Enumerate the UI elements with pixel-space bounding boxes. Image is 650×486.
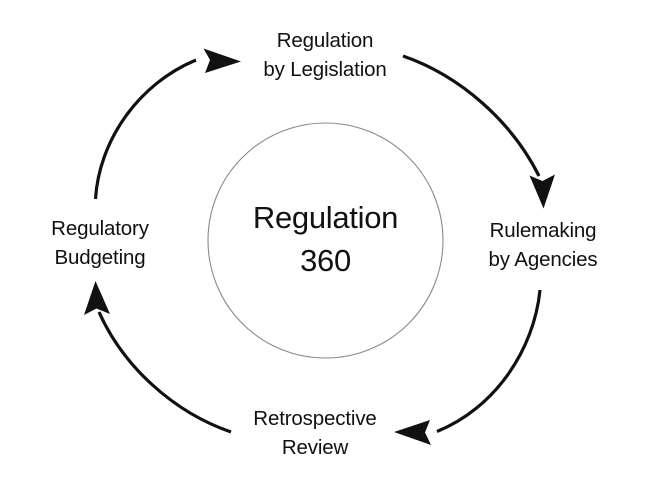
arrow-top-to-right-arc	[402, 54, 541, 177]
arrow-top-to-right-head	[529, 174, 555, 209]
node-label-rulemaking-by-agencies: Rulemaking by Agencies	[418, 216, 650, 274]
arrow-left-to-top	[93, 48, 241, 200]
node-label-right-line1: Rulemaking	[489, 219, 597, 242]
arrow-right-to-bottom-head	[394, 420, 431, 445]
arrow-right-to-bottom-arc	[436, 289, 542, 433]
node-label-top-line1: Regulation	[276, 29, 374, 52]
center-label-line1: Regulation	[252, 200, 399, 235]
node-label-left-line1: Regulatory	[51, 217, 149, 240]
center-label-line2: 360	[300, 243, 351, 278]
center-circle	[207, 122, 444, 359]
center-label: Regulation 360	[208, 196, 443, 282]
arrow-top-to-right	[402, 54, 555, 209]
node-label-regulatory-budgeting: Regulatory Budgeting	[0, 214, 200, 272]
node-label-top-line2: by Legislation	[263, 58, 387, 81]
node-label-regulation-by-legislation: Regulation by Legislation	[175, 26, 475, 84]
node-label-right-line2: by Agencies	[488, 248, 598, 271]
arrow-right-to-bottom	[394, 289, 542, 445]
node-label-bottom-line1: Retrospective	[253, 407, 377, 430]
node-label-left-line2: Budgeting	[54, 246, 146, 269]
node-label-retrospective-review: Retrospective Review	[165, 404, 465, 462]
arrow-left-to-top-arc	[93, 58, 197, 200]
node-label-bottom-line2: Review	[281, 436, 349, 459]
arrow-bottom-to-left-arc	[97, 311, 232, 434]
arrow-left-to-top-head	[203, 48, 241, 73]
arrow-bottom-to-left	[84, 281, 232, 434]
arrow-bottom-to-left-head	[84, 281, 110, 315]
